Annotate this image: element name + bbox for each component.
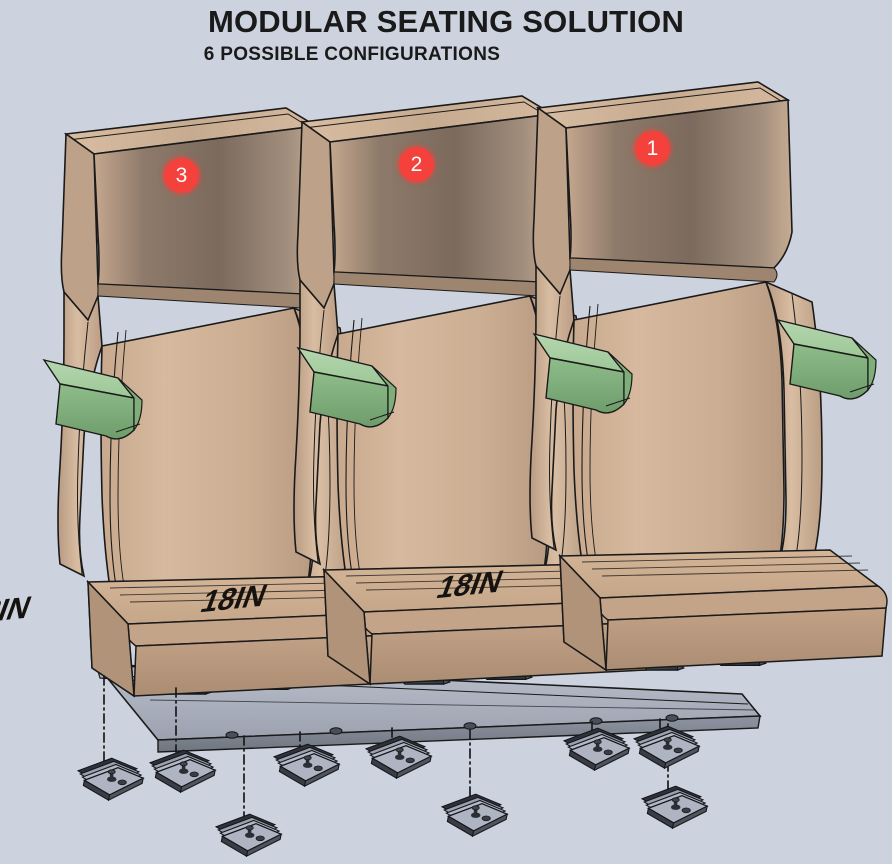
- armrest-far-right[interactable]: [776, 318, 877, 400]
- callout-badge-1[interactable]: 1: [635, 131, 670, 166]
- armrest-left[interactable]: [42, 358, 143, 440]
- callout-badge-2[interactable]: 2: [399, 147, 434, 182]
- callout-badge-3[interactable]: 3: [164, 158, 199, 193]
- armrest-right[interactable]: [532, 332, 633, 414]
- armrest-center[interactable]: [296, 346, 397, 428]
